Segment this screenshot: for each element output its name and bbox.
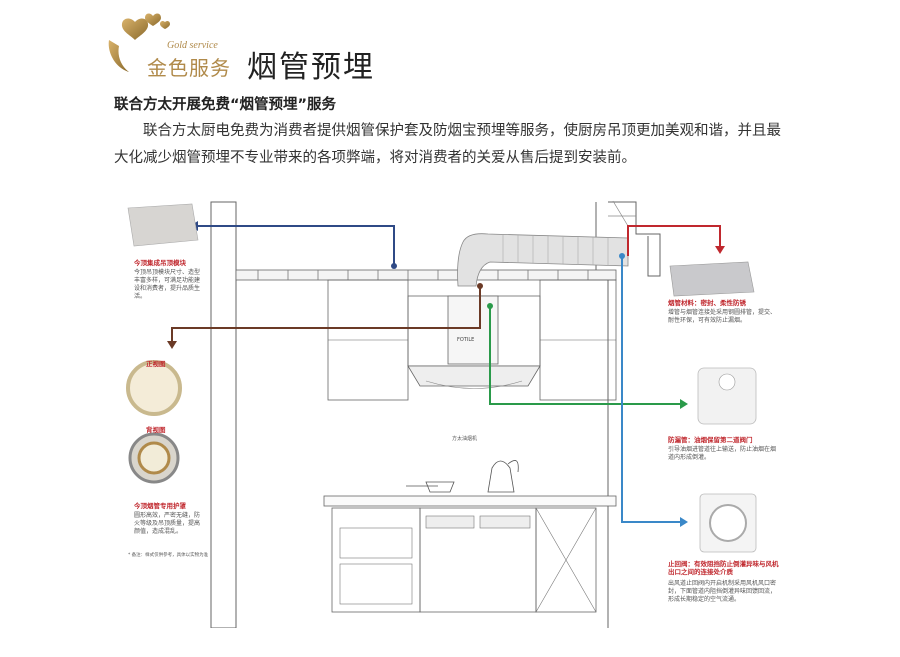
ceiling-hangers xyxy=(257,270,589,280)
cover-indicator-line xyxy=(171,286,481,341)
logo-chinese-text: 金色服务 xyxy=(147,56,231,80)
protector-indicator-line xyxy=(489,306,680,405)
duct-cover-title: 今顶烟管专用护罩 xyxy=(134,502,186,510)
logo-english-text: Gold service xyxy=(167,40,218,51)
countertop xyxy=(323,495,617,507)
diagram-drawing: FOTILE 方太油烟机 xyxy=(126,200,757,628)
foil-duct-image xyxy=(669,261,755,297)
duct-material-title: 烟管材料：密封、柔性防锈 xyxy=(668,299,746,307)
left-wall xyxy=(210,201,237,628)
oven-cabinet xyxy=(331,507,421,613)
header: Gold service 金色服务 烟管预埋 xyxy=(0,0,900,95)
ceiling-indicator-line xyxy=(198,225,395,266)
ceiling-panel-image xyxy=(127,203,199,247)
range-hood xyxy=(407,365,541,387)
kitchen-duct-diagram: FOTILE 方太油烟机 xyxy=(108,196,790,628)
duct-ribs xyxy=(502,235,609,266)
protector-text: 引导油烟进管道往上输送，防止油烟在烟道内形成倒灌。 xyxy=(668,446,777,461)
flexible-duct xyxy=(457,233,629,287)
check-valve-text: 出风道止回阀内开启机制采用风机风口密封，下面管道内阻挡倒灌异味回馈回流，形成长期… xyxy=(668,580,777,603)
kettle xyxy=(487,460,515,493)
ceiling-module-title: 今顶集成吊顶模块 xyxy=(134,259,186,267)
hood-brand-text: FOTILE xyxy=(457,337,474,343)
ceiling-rail xyxy=(235,269,617,281)
heart-logo-icon xyxy=(108,13,170,72)
page-title: 烟管预埋 xyxy=(247,50,375,85)
ceiling-module-text: 今顶吊顶模块尺寸、造型丰富多样，可满足功能建设和消费者，提升品质生活。 xyxy=(134,269,201,300)
front-view-title: 正视图 xyxy=(146,360,166,368)
duct-material-text: 增管与烟管连接处采用钢圆排管，提交、耐性环保，可有效防止漏烟。 xyxy=(668,309,777,324)
intro-subtitle: 联合方太开展免费“烟管预埋”服务 xyxy=(114,97,337,113)
frying-pan xyxy=(406,481,455,493)
ring-front-image xyxy=(126,360,182,416)
note-text: * 备注：样式仅供参考，具体以实物为准 xyxy=(128,553,209,558)
chimney xyxy=(608,201,661,277)
valve-indicator-line xyxy=(621,256,680,523)
gold-service-logo: Gold service 金色服务 xyxy=(105,12,235,82)
back-view-title: 背视图 xyxy=(146,426,166,434)
check-valve-title: 止回阀：有效阻挡防止倒灌异味与风机出口之间的连接处介质 xyxy=(668,560,779,576)
protector-image xyxy=(697,367,757,425)
duct-indicator-line xyxy=(627,225,721,256)
intro-paragraph: 联合方太厨电免费为消费者提供烟管保护套及防烟宝预埋等服务，使厨房吊顶更加美观和谐… xyxy=(114,123,781,166)
corner-cabinet xyxy=(535,507,597,613)
protector-title: 防漏管：油烟保留第二道阀门 xyxy=(668,436,753,444)
duct-cover-text: 圆形高效，严密无缝，防火等级及吊顶质量，提高颜值，造成混乱。 xyxy=(134,512,201,535)
right-wall xyxy=(595,202,609,628)
center-label-text: 方太油烟机 xyxy=(452,435,477,442)
